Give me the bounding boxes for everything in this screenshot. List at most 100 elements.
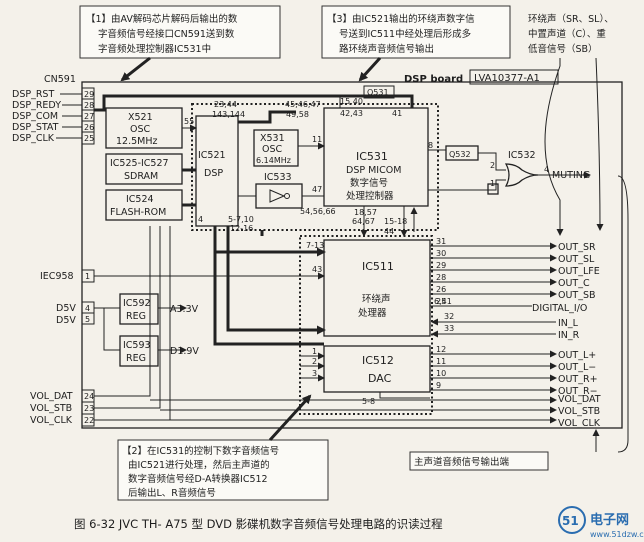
ic521-dsp-box	[195, 115, 239, 227]
right-note: 环绕声（SR、SL）、 中置声道（C）、重 低音信号（SB）	[528, 13, 614, 55]
pin-11b: 11	[436, 357, 446, 366]
ic512-desc: DAC	[368, 372, 392, 385]
ic531-name: IC531	[356, 150, 388, 163]
watermark-mark: 51	[562, 514, 579, 528]
power-pin-5: 5	[85, 315, 90, 324]
pin-7-13: 7-13	[306, 241, 324, 250]
x531-osc-box	[253, 129, 299, 167]
main-out-label: 主声道音频信号输出端	[414, 456, 510, 468]
ic592-desc: REG	[126, 311, 146, 322]
main-out-label-box	[409, 451, 549, 471]
pin-num-27: 27	[84, 112, 94, 121]
ic532-label: IC532	[508, 150, 536, 161]
output-bracket	[617, 175, 629, 453]
note1-box: 【1】由AV解码芯片解码后输出的数 字音频信号经接口CN591送到数 字音频处理…	[79, 5, 281, 59]
ic525-desc: SDRAM	[124, 171, 158, 182]
iec958-pin: 1	[85, 272, 90, 281]
pin-5-7: 5-7,10	[228, 215, 254, 224]
pin-12-16: 12-16	[230, 224, 253, 233]
right-note-line2: 中置声道（C）、重	[528, 28, 606, 40]
dac-pin-2: 2	[312, 357, 317, 366]
output-out-r-plus: OUT_R+	[558, 374, 598, 385]
pin-2: 2	[490, 161, 495, 170]
note2-line2: 由IC521进行处理，然后主声道的	[128, 459, 270, 471]
pin-18-57: 18,57	[354, 208, 377, 217]
output-out-c: OUT_C	[558, 278, 590, 289]
q532-label: Q532	[449, 150, 471, 159]
pin-label-dsp-rst: DSP_RST	[12, 89, 54, 100]
pin-44: 44	[384, 227, 394, 236]
left-pin-group: DSP_RST DSP_REDY DSP_COM DSP_STAT DSP_CL…	[12, 87, 95, 145]
pin-4b: 4	[544, 165, 549, 174]
control-bus	[94, 94, 414, 112]
dac-pin-3: 3	[312, 369, 317, 378]
note1-line2: 字音频信号经接口CN591送到数	[98, 28, 235, 40]
ic512-outputs: 12 11 10 9 OUT_L+ OUT_L− OUT_R+ OUT_R−	[430, 345, 598, 397]
x531-name: X531	[260, 133, 285, 144]
ic531-cn2: 处理控制器	[346, 190, 394, 202]
pin-label-dsp-clk: DSP_CLK	[12, 133, 55, 144]
pin-5-8: 5-8	[362, 397, 375, 406]
pin-42-43: 42,43	[340, 109, 363, 118]
output-out-r-minus: OUT_R−	[558, 386, 598, 397]
vol-label-dat: VOL_DAT	[30, 391, 73, 402]
pin-30: 30	[436, 249, 446, 258]
power-label-1: D5V	[56, 303, 76, 314]
ic531-micom-box	[323, 107, 429, 207]
pin-41: 41	[392, 109, 402, 118]
pin-47: 47	[312, 185, 322, 194]
output-muting: MUTING	[552, 170, 590, 181]
output-out-sr: OUT_SR	[558, 242, 596, 253]
watermark-url: www.51dzw.com	[590, 530, 644, 539]
pin-15-40: 15,40	[340, 97, 363, 106]
figure-caption: 图 6-32 JVC TH- A75 型 DVD 影碟机数字音频信号处理电路的识…	[74, 517, 443, 531]
pin-43: 43	[312, 265, 322, 274]
pin-26: 26	[436, 285, 446, 294]
power-label-2: D5V	[56, 315, 76, 326]
vol-pin-group: VOL_DAT VOL_STB VOL_CLK 24 23 22 VOL_DAT…	[30, 226, 601, 429]
note2-line1: 【2】在IC531的控制下数字音频信号	[122, 445, 279, 457]
right-note-pointer-b	[595, 57, 604, 231]
board-code: LVA10377-A1	[474, 73, 540, 84]
ic512-dac-box	[323, 345, 431, 393]
note2-pointer	[268, 394, 312, 442]
note2-line4: 后输出L、R音频信号	[128, 487, 216, 499]
note1-line1: 【1】由AV解码芯片解码后输出的数	[86, 13, 238, 25]
pin-15-18: 15-18	[384, 217, 407, 226]
ic533-box	[255, 183, 303, 209]
watermark-logo: 51 电子网 www.51dzw.com	[558, 506, 644, 539]
iec958-label: IEC958	[40, 271, 74, 282]
output-out-sb: OUT_SB	[558, 290, 596, 301]
ic532-or-gate-icon	[504, 163, 539, 187]
output-out-l-plus: OUT_L+	[558, 350, 596, 361]
pin-55: 55	[184, 117, 194, 126]
pin-4: 4	[198, 215, 203, 224]
input-in-r: IN_R	[558, 330, 580, 341]
pin-num-25: 25	[84, 134, 94, 143]
ic511-cn: 环绕声	[362, 293, 391, 305]
ic521-name: IC521	[198, 150, 226, 161]
ic511-cn2: 处理器	[358, 307, 387, 319]
ic512-name: IC512	[362, 354, 394, 367]
ic524-name: IC524	[126, 194, 154, 205]
vol-pin-24: 24	[84, 392, 94, 401]
pin-64-67: 64,67	[352, 217, 375, 226]
note3-line3: 路环绕声音频信号输出	[339, 43, 434, 55]
ic531-desc: DSP MICOM	[346, 165, 401, 176]
pin-label-dsp-redy: DSP_REDY	[12, 100, 61, 111]
ic521-desc: DSP	[204, 168, 223, 179]
output-vol-dat: VOL_DAT	[558, 394, 601, 405]
ic593-reg-box	[119, 335, 159, 367]
pin-11: 11	[312, 135, 322, 144]
pin-label-dsp-com: DSP_COM	[12, 111, 58, 122]
x521-desc: OSC	[130, 124, 151, 135]
pin-33: 33	[444, 324, 454, 333]
x531-desc: OSC	[262, 144, 283, 155]
pin-49-58: 49,58	[286, 110, 309, 119]
pin-25: 25	[436, 297, 446, 306]
q531-box	[363, 85, 395, 99]
note1-line3: 字音频处理控制器IC531中	[98, 43, 211, 55]
dsp-board-outline	[81, 81, 623, 429]
pin-54-56: 54,56,66	[300, 207, 336, 216]
